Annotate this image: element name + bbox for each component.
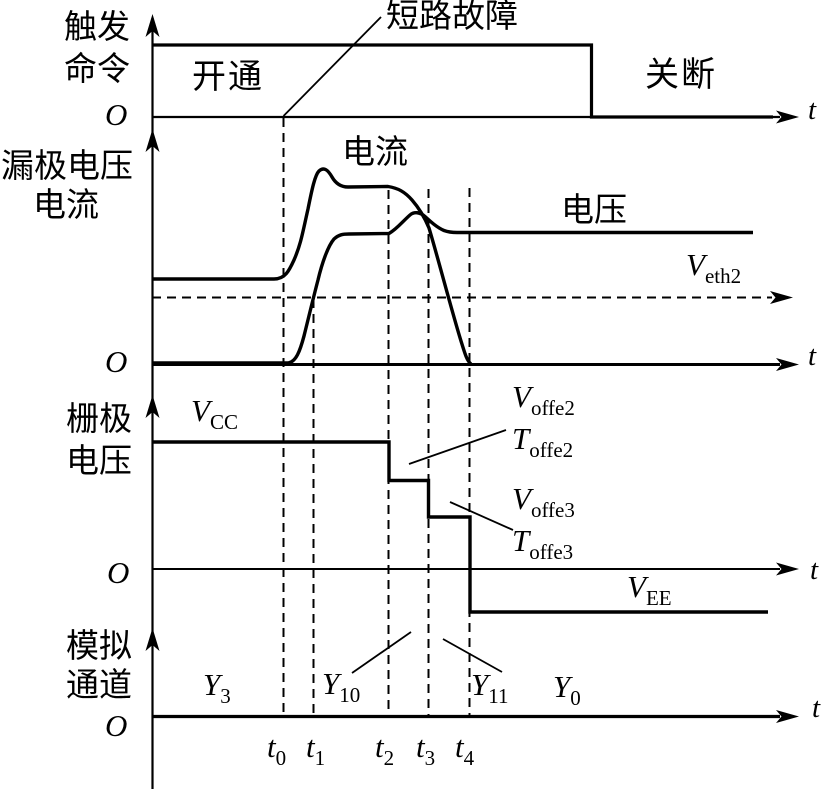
off-state-label: 关断 <box>645 57 717 94</box>
veth2-threshold-label: Veth2 <box>686 247 742 288</box>
vee-label: VEE <box>627 569 672 610</box>
channel-y11-label: Y11 <box>471 667 509 708</box>
drain-axis-label-line1: 漏极电压 <box>1 149 133 185</box>
analog-axis-label-line2: 通道 <box>66 668 132 704</box>
y10-callout-line <box>351 631 412 674</box>
panel3-time-axis-label: t <box>810 554 819 586</box>
tick-t0-label: t0 <box>267 729 287 770</box>
channel-y0-label: Y0 <box>553 669 581 710</box>
panel2-origin-label: O <box>105 344 128 379</box>
panel4-time-axis-label: t <box>812 692 821 724</box>
gate-axis-label-line2: 电压 <box>66 444 132 480</box>
analog-axis-label-line1: 模拟 <box>66 629 132 665</box>
panel4-origin-label: O <box>105 708 128 743</box>
panel4-axis-arrow-icon <box>776 710 799 723</box>
voffe2-label: Voffe2 <box>512 379 575 420</box>
toffe2-label: Toffe2 <box>512 421 574 462</box>
tick-t3-label: t3 <box>416 729 436 770</box>
voffe2-callout-line <box>408 429 507 465</box>
drain-current-curve <box>152 167 473 366</box>
voffe3-callout-line <box>449 501 514 531</box>
voffe3-label: Voffe3 <box>512 481 575 522</box>
fault-callout-line <box>282 16 382 117</box>
trigger-axis-label-line2: 命令 <box>64 52 130 88</box>
panel2-time-axis-label: t <box>808 340 817 372</box>
gate-voltage-wave <box>152 440 768 614</box>
current-curve-label: 电流 <box>342 135 408 171</box>
drain-axis-label-line2: 电流 <box>33 188 99 224</box>
tick-t2-label: t2 <box>375 729 395 770</box>
up-arrow-panel2-icon <box>145 129 160 152</box>
panel1-axis-arrow-icon <box>776 110 799 124</box>
voltage-curve-label: 电压 <box>561 193 627 229</box>
trigger-axis-label-line1: 触发 <box>64 10 130 46</box>
up-arrow-panel3-icon <box>145 395 160 418</box>
toffe3-label: Toffe3 <box>512 523 574 564</box>
drain-voltage-curve <box>152 211 753 365</box>
veth2-arrow-icon <box>770 291 793 304</box>
tick-t1-label: t1 <box>306 729 326 770</box>
panel2-axis-arrow-icon <box>776 358 799 371</box>
trigger-command-wave <box>152 43 773 119</box>
y11-callout-line <box>442 638 503 673</box>
panel3-origin-label: O <box>107 555 130 590</box>
vcc-label: VCC <box>191 393 238 434</box>
tick-t4-label: t4 <box>455 729 475 770</box>
on-state-label: 开通 <box>192 59 264 96</box>
channel-y3-label: Y3 <box>203 667 231 708</box>
up-arrow-panel1-icon <box>145 14 160 37</box>
up-arrow-panel4-icon <box>145 628 160 651</box>
fault-annotation-label: 短路故障 <box>386 0 518 35</box>
gate-axis-label-line1: 栅极 <box>66 402 132 438</box>
panel1-origin-label: O <box>105 97 128 132</box>
panel3-axis-arrow-icon <box>776 562 799 576</box>
channel-y10-label: Y10 <box>322 666 361 707</box>
panel1-time-axis-label: t <box>808 94 817 126</box>
